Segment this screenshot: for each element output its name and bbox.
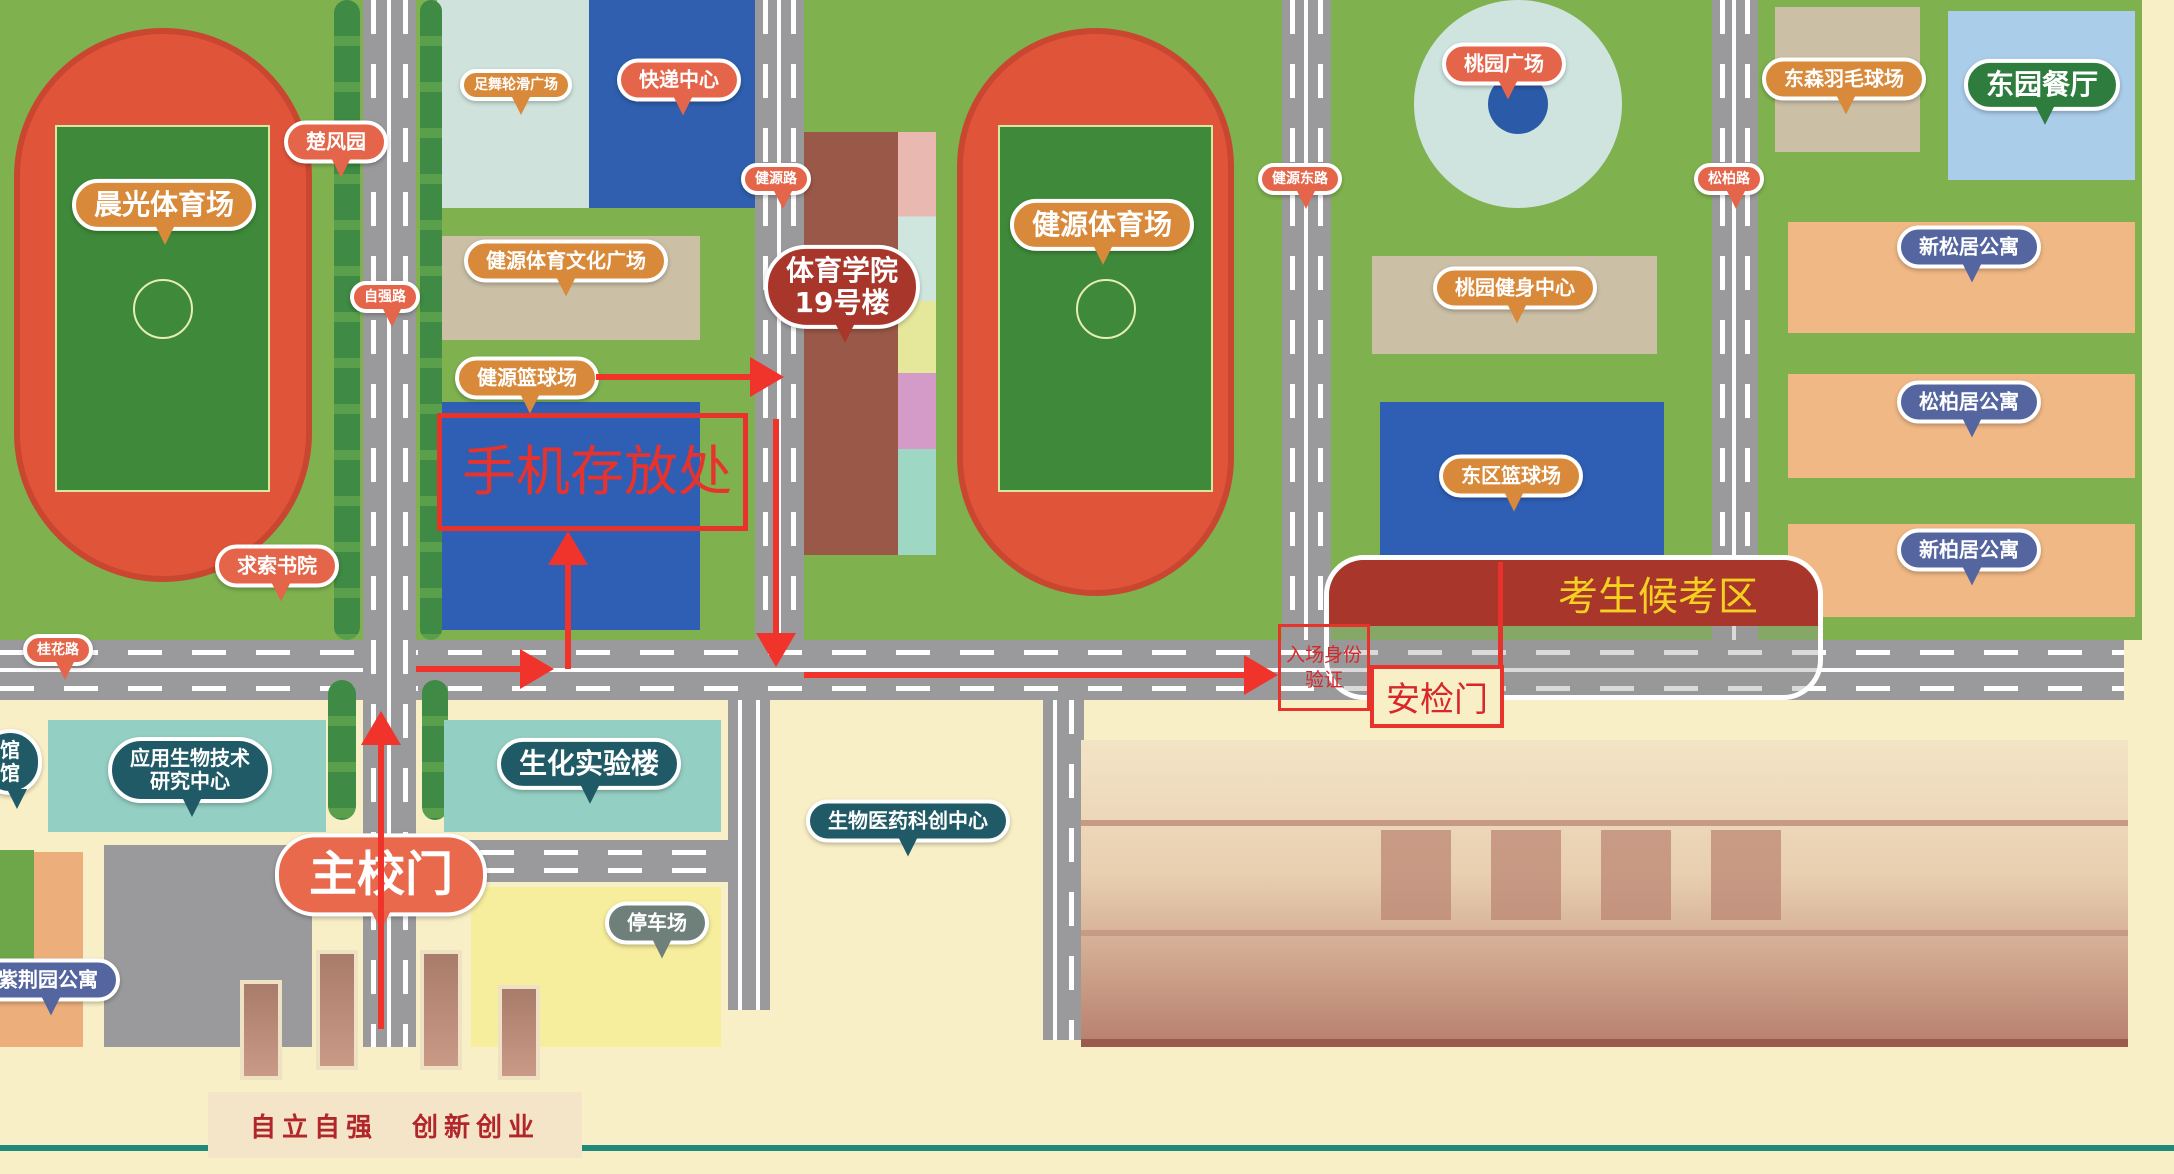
motto-right: 创新创业: [412, 1112, 541, 1143]
id-check-line1: 入场身份: [1285, 643, 1362, 666]
route-arrow-south: [773, 419, 779, 639]
biotech-line1: 应用生物技术: [130, 746, 250, 770]
jianyuan-east-road-strip: [1282, 0, 1331, 640]
label-sports-culture-plaza: 健源体育文化广场: [464, 239, 668, 297]
gate-pillar: [420, 950, 462, 1070]
label-biomed-center: 生物医药科创中心: [806, 799, 1010, 857]
label-qiusuo-academy: 求索书院: [215, 544, 339, 602]
label-xinbai-apartment: 新柏居公寓: [1897, 528, 2041, 586]
tree-row-lower-right: [422, 680, 448, 820]
pe-college-line2: 19号楼: [794, 286, 890, 319]
motto-left: 自立自强: [249, 1112, 378, 1143]
id-check-box: 入场身份 验证: [1278, 624, 1370, 711]
label-guihua-road: 桂花路: [23, 633, 93, 681]
pe-college-line1: 体育学院: [785, 253, 899, 287]
label-chenguang-stadium: 晨光体育场: [71, 178, 257, 246]
label-xinsong-apartment: 新松居公寓: [1897, 225, 2041, 283]
label-dongyuan-canteen: 东园餐厅: [1963, 58, 2121, 126]
lower-road-1: [728, 700, 770, 1010]
tree-row-right: [420, 0, 442, 640]
label-east-basketball: 东区篮球场: [1439, 454, 1583, 512]
left-green-patch: [0, 850, 34, 970]
express-center-area: [589, 0, 755, 208]
route-arrow-to-id-check: [804, 655, 1278, 695]
tree-row-lower-left: [328, 680, 356, 820]
partial-hall-1: 馆: [0, 738, 20, 762]
label-taoyuan-plaza: 桃园广场: [1442, 42, 1566, 100]
gate-pillar: [498, 985, 540, 1080]
label-jianyuan-stadium: 健源体育场: [1009, 198, 1195, 266]
jianyuan-field: [998, 125, 1213, 492]
route-arrow-east-2: [596, 357, 784, 397]
lower-road-2: [1043, 700, 1084, 1040]
label-dongsen-badminton: 东森羽毛球场: [1762, 57, 1926, 115]
bottom-teal-line: [0, 1145, 2174, 1151]
label-jianyuan-road: 健源路: [741, 162, 811, 210]
phone-storage-label: 手机存放处: [462, 440, 732, 503]
waiting-area-label: 考生候考区: [1558, 574, 1758, 620]
label-songbai-apartment: 松柏居公寓: [1897, 380, 2041, 438]
exam-building: [1081, 740, 2128, 1047]
label-jianyuan-basketball: 健源篮球场: [455, 356, 599, 414]
color-strip: [898, 132, 936, 555]
label-ziqiang-road: 自强路: [350, 280, 420, 328]
phone-storage-box: [437, 413, 748, 531]
label-pe-college-building: 体育学院 19号楼: [763, 244, 921, 344]
gate-pillar: [240, 980, 282, 1080]
waiting-line: [1498, 562, 1503, 728]
label-partial-hall: 馆 馆: [0, 729, 42, 809]
motto-banner: 自立自强 创新创业: [208, 1092, 582, 1158]
label-chufeng-garden: 楚风园: [284, 120, 388, 178]
label-express-center: 快递中心: [617, 58, 741, 116]
id-check-line2: 验证: [1304, 668, 1343, 691]
security-gate-box: 安检门: [1370, 665, 1504, 728]
label-parking: 停车场: [605, 901, 709, 959]
route-arrow-to-phone-storage: [565, 559, 571, 669]
label-skating-plaza: 足舞轮滑广场: [460, 68, 572, 116]
tree-row-left: [334, 0, 360, 640]
partial-hall-2: 馆: [0, 761, 20, 785]
biotech-line2: 研究中心: [150, 769, 230, 793]
label-jianyuan-east-road: 健源东路: [1258, 162, 1342, 210]
gate-pillar: [316, 950, 358, 1070]
label-taoyuan-fitness: 桃园健身中心: [1433, 266, 1597, 324]
security-gate-label: 安检门: [1386, 680, 1488, 720]
label-songbai-road: 松柏路: [1694, 162, 1764, 210]
label-zijing-apartment: 紫荆园公寓: [0, 958, 120, 1016]
pe-college-building: [804, 132, 898, 555]
label-biochem-building: 生化实验楼: [496, 737, 682, 805]
songbai-road-strip: [1712, 0, 1758, 640]
route-arrow-gate-north: [378, 739, 384, 1029]
label-biotech-center: 应用生物技术 研究中心: [108, 737, 272, 817]
route-arrow-east-1: [416, 649, 554, 689]
